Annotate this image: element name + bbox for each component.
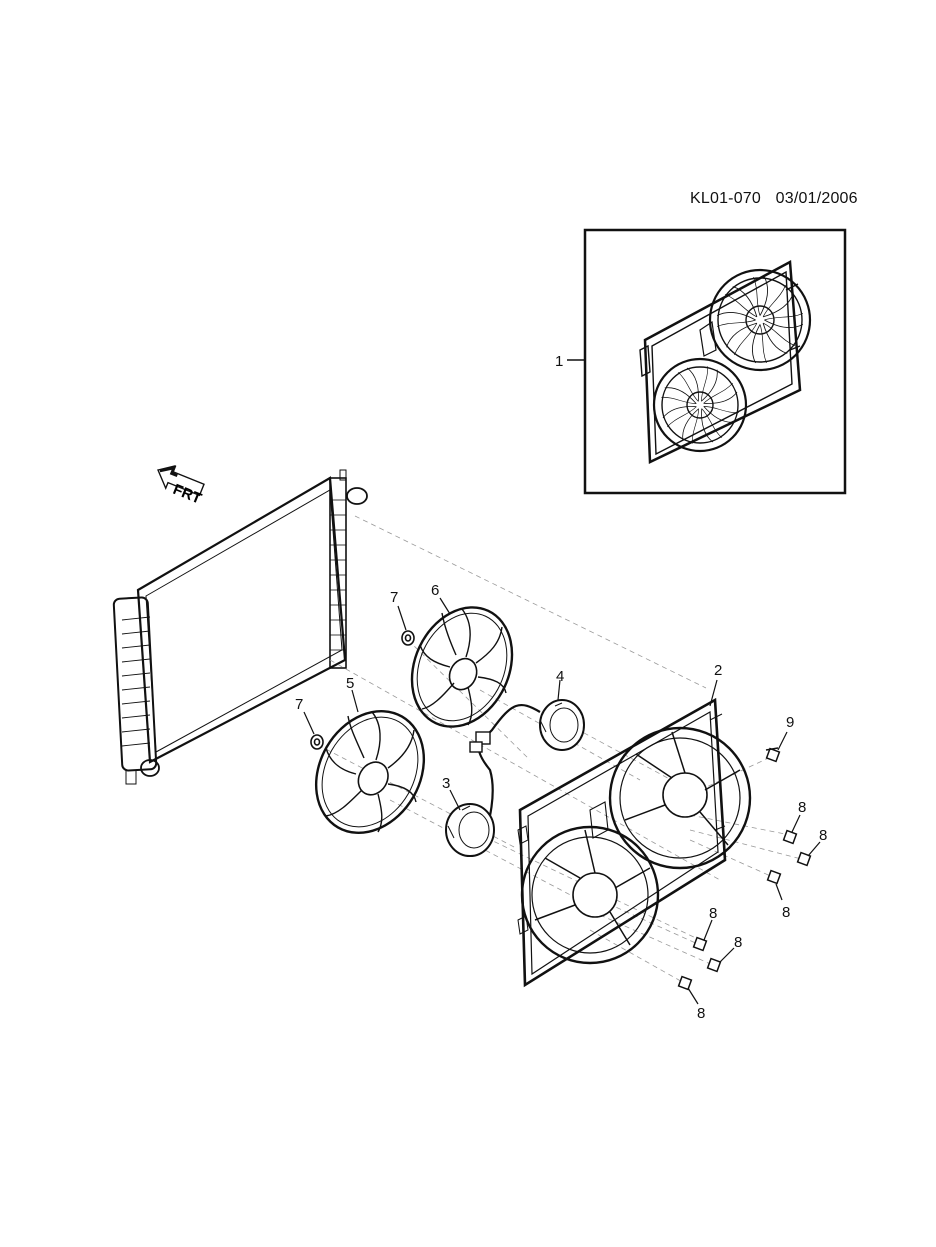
retainer-nut-upper	[401, 630, 415, 646]
front-direction-marker: FRT	[157, 464, 205, 508]
radiator	[112, 469, 368, 785]
retainer-nut-lower	[310, 734, 324, 750]
callout-8-b: 8	[819, 827, 827, 844]
callout-1: 1	[555, 353, 563, 370]
callout-8-c: 8	[782, 904, 790, 921]
fan-blade-lower	[314, 709, 426, 835]
fan-shroud	[517, 697, 752, 988]
bolt-8-e	[706, 957, 722, 973]
callout-8-f: 8	[697, 1005, 705, 1022]
bolt-8-c	[766, 869, 782, 885]
callout-9: 9	[786, 714, 794, 731]
callout-6: 6	[431, 582, 439, 599]
drawing-id: KL01-070	[690, 190, 761, 207]
drawing-header: KL01-070 03/01/2006	[690, 190, 858, 208]
fan-motor-lower	[445, 803, 495, 857]
bolt-8-d	[692, 936, 708, 952]
leader-lines	[303, 597, 821, 1005]
assembly-inset	[567, 228, 847, 495]
callout-8-e: 8	[734, 934, 742, 951]
callout-8-a: 8	[798, 799, 806, 816]
callout-5: 5	[346, 675, 354, 692]
callout-3: 3	[442, 775, 450, 792]
bolt-8-a	[782, 829, 798, 845]
callout-4: 4	[556, 668, 564, 685]
bolt-8-f	[677, 975, 693, 991]
bolt-9	[765, 747, 781, 763]
callout-7-upper: 7	[390, 589, 398, 606]
callout-2: 2	[714, 662, 722, 679]
front-arrow-icon	[157, 464, 205, 497]
drawing-date: 03/01/2006	[775, 190, 858, 207]
callout-7-lower: 7	[295, 696, 303, 713]
bolt-8-b	[796, 851, 812, 867]
callouts: 1 2 3 4 5 6 7 7 8 8 8 8 8 8 9	[295, 353, 827, 1022]
callout-8-d: 8	[709, 905, 717, 922]
fan-blade-upper	[410, 606, 514, 728]
shroud-bolts	[677, 747, 812, 991]
